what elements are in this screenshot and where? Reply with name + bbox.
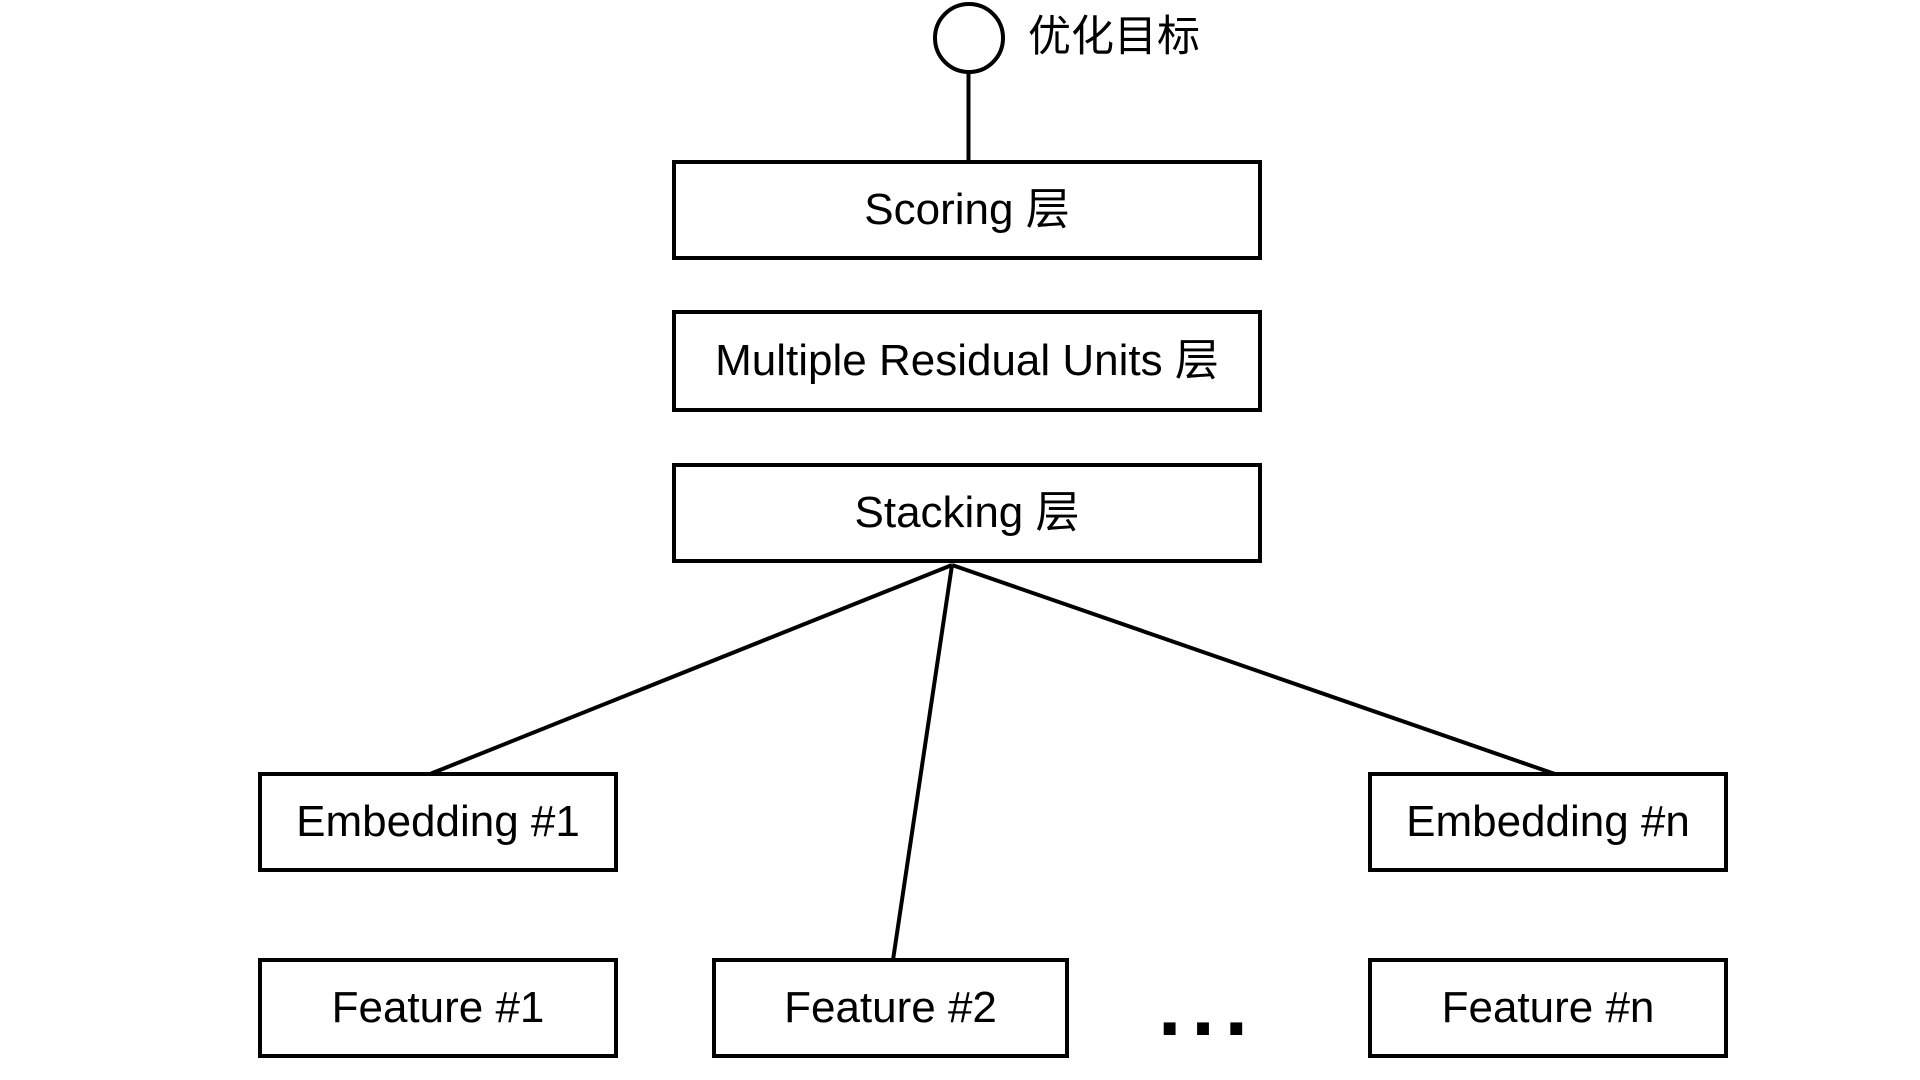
- layer-label-multiple-residual-units: Multiple Residual Units 层: [715, 335, 1219, 385]
- layer-label-scoring: Scoring 层: [864, 184, 1070, 234]
- optimization-target-label: 优化目标: [1028, 13, 1200, 61]
- embedding-label-n: Embedding #n: [1406, 796, 1690, 846]
- embedding-box-n: Embedding #n: [1368, 772, 1728, 872]
- layer-box-scoring: Scoring 层: [672, 160, 1262, 260]
- layer-box-stacking: Stacking 层: [672, 463, 1262, 563]
- feature-box-n: Feature #n: [1368, 958, 1728, 1058]
- feature-label-1: Feature #1: [331, 982, 545, 1032]
- layer-box-multiple-residual-units: Multiple Residual Units 层: [672, 310, 1262, 412]
- feature-label-n: Feature #n: [1441, 982, 1655, 1032]
- connector-stacking-to-embedding-n: [951, 563, 1556, 776]
- feature-box-1: Feature #1: [258, 958, 618, 1058]
- ellipsis-dots-icon: ...: [1157, 959, 1258, 1053]
- connector-stacking-to-feature-2: [891, 564, 954, 961]
- layer-label-stacking: Stacking 层: [854, 487, 1080, 537]
- connector-stacking-to-embedding-1: [429, 563, 953, 776]
- embedding-label-1: Embedding #1: [296, 796, 580, 846]
- feature-label-2: Feature #2: [784, 982, 997, 1032]
- feature-box-2: Feature #2: [712, 958, 1069, 1058]
- optimization-target-node-icon: [933, 2, 1005, 74]
- embedding-box-1: Embedding #1: [258, 772, 618, 872]
